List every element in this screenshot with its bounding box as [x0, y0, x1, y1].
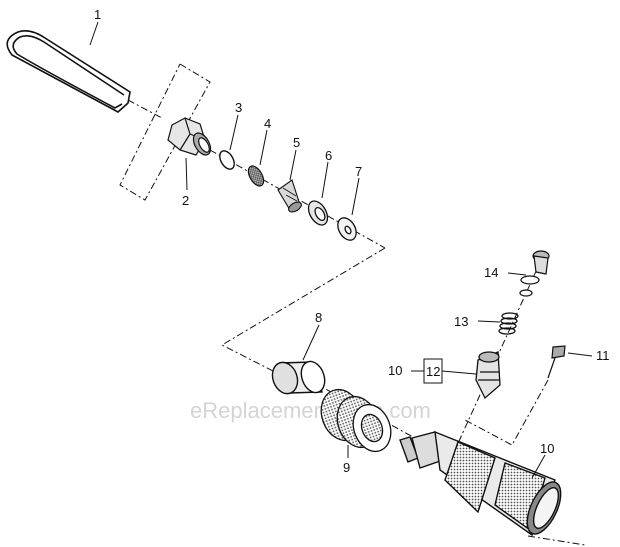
label-part-7: 7 — [355, 164, 362, 179]
label-part-14: 14 — [484, 265, 498, 280]
label-part-10-valve: 10 — [388, 363, 402, 378]
leader-route-7-8 — [220, 247, 456, 461]
label-part-3: 3 — [235, 100, 242, 115]
part-9-mesh-wheels — [320, 388, 392, 453]
leader-lines — [89, 21, 593, 479]
part-13-spring — [498, 312, 519, 335]
label-part-8: 8 — [315, 310, 322, 325]
label-part-1: 1 — [94, 7, 101, 22]
part-12-valve-body — [475, 351, 501, 400]
label-part-10-tube: 10 — [540, 441, 554, 456]
label-part-13: 13 — [454, 314, 468, 329]
part-4-screen — [247, 165, 265, 187]
part-8-sleeve — [271, 360, 326, 395]
part-14-valve-stem — [519, 250, 550, 297]
label-part-2: 2 — [182, 193, 189, 208]
watermark-text: eReplacementParts.com — [190, 398, 431, 423]
part-labels: 1 2 3 4 5 6 7 8 9 10 11 12 13 14 10 — [94, 7, 610, 475]
part-3-o-ring — [219, 150, 235, 170]
part-7-flat-washer — [337, 217, 357, 241]
part-2-hex-nut — [167, 117, 212, 156]
part-5-cone — [277, 179, 302, 213]
part-6-washer — [307, 200, 329, 226]
part-11-fitting — [547, 345, 566, 379]
label-part-5: 5 — [293, 135, 300, 150]
leader-route-11 — [464, 379, 549, 446]
label-part-12: 12 — [426, 364, 440, 379]
leader-bracket-1-2 — [119, 63, 211, 201]
part-10-tube-body — [399, 430, 586, 546]
part-1-bail-handle — [6, 30, 131, 113]
label-part-4: 4 — [264, 116, 271, 131]
label-part-9: 9 — [343, 460, 350, 475]
label-part-6: 6 — [325, 148, 332, 163]
label-part-11: 11 — [596, 348, 610, 363]
